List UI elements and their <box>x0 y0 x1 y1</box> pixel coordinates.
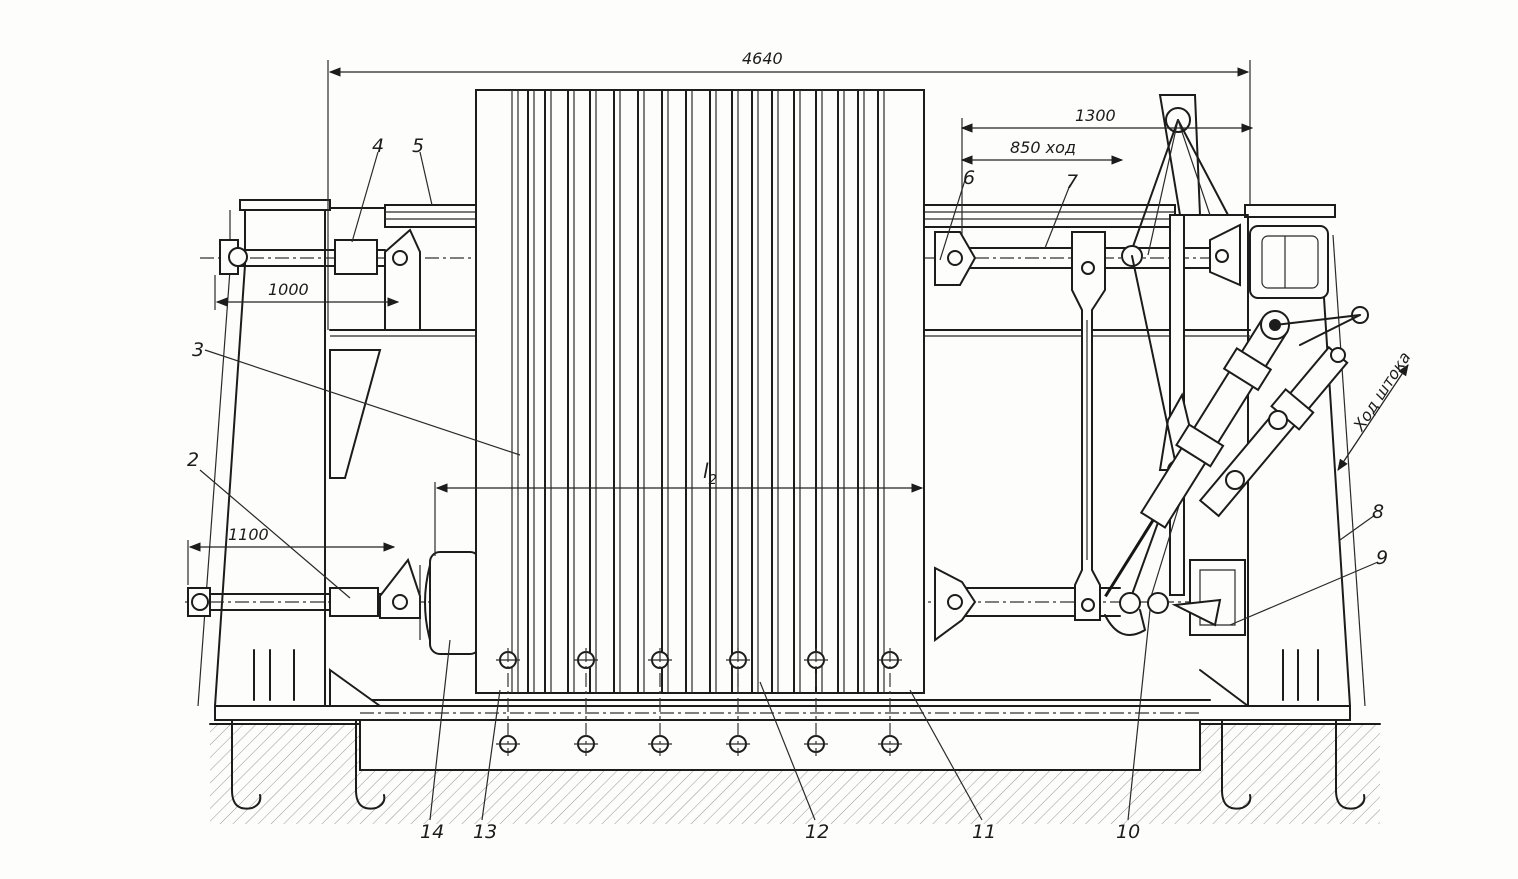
left-end-frame <box>197 199 391 707</box>
base-beam <box>214 699 1351 721</box>
filter-plate-pack <box>475 89 925 756</box>
dim-1100: 1100 <box>228 525 269 544</box>
callout-11: 11 <box>972 821 996 843</box>
hydraulic-cylinder <box>1104 306 1369 636</box>
callout-2: 2 <box>187 449 199 471</box>
callout-5: 5 <box>412 135 424 157</box>
drain-nozzle <box>726 648 750 756</box>
callout-4: 4 <box>372 135 384 157</box>
drain-nozzle <box>804 648 828 756</box>
toggle-linkage <box>1119 94 1229 614</box>
dim-l2-label: l2 <box>703 459 717 488</box>
callout-6: 6 <box>963 167 975 189</box>
head-plate-left <box>379 228 481 655</box>
leader-lines <box>199 151 1379 821</box>
foundation <box>209 711 1381 824</box>
callout-9: 9 <box>1376 547 1388 569</box>
drain-nozzle <box>496 648 520 756</box>
callout-3: 3 <box>192 339 204 361</box>
callout-10: 10 <box>1116 821 1140 843</box>
dim-overall-length: 4640 <box>742 49 783 68</box>
drain-nozzle <box>648 648 672 756</box>
callout-14: 14 <box>420 821 444 843</box>
callout-13: 13 <box>473 821 497 843</box>
hanging-links <box>1071 231 1106 621</box>
callout-8: 8 <box>1372 501 1384 523</box>
drain-nozzle <box>878 648 902 756</box>
callout-7: 7 <box>1066 171 1078 193</box>
tie-rods <box>187 239 1221 617</box>
drain-nozzle <box>574 648 598 756</box>
dim-rod-stroke: Ход штока <box>1349 348 1415 435</box>
dim-1300: 1300 <box>1075 106 1116 125</box>
dim-stroke-850: 850 ход <box>1010 138 1076 157</box>
right-end-frame <box>1199 204 1366 707</box>
callout-12: 12 <box>805 821 829 843</box>
dimension-lines <box>187 60 1409 585</box>
dim-1000: 1000 <box>268 280 309 299</box>
